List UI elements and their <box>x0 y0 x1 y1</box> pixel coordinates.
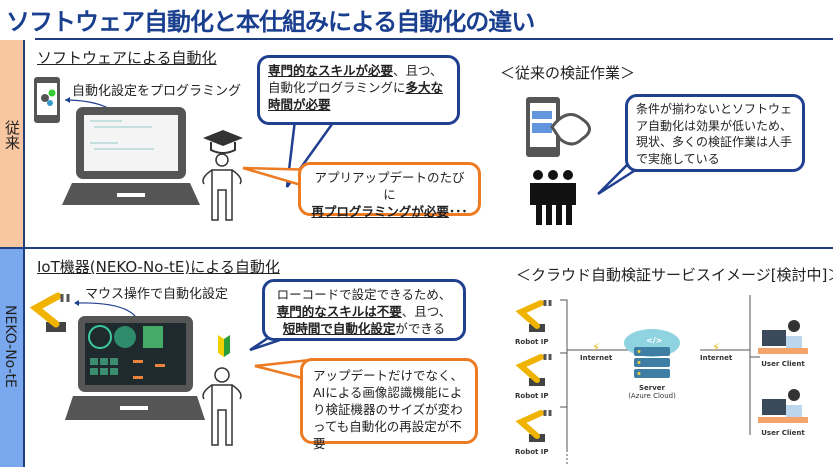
internet-label: Internet <box>700 354 733 362</box>
new-bubble-lowcode: ローコードで設定できるため、専門的なスキルは不要、且つ、短時間で自動化設定ができ… <box>262 279 466 341</box>
old-caption: 自動化設定をプログラミング <box>72 84 242 99</box>
user-computer-icon <box>758 389 808 423</box>
user-computer-icon <box>758 320 808 354</box>
smartphone-gear-icon <box>34 77 60 123</box>
title-underline <box>35 38 833 40</box>
new-right-title: ＜クラウド自動検証サービスイメージ[検討中]＞ <box>516 266 833 284</box>
text: アプリアップデートのたびに <box>314 170 465 202</box>
cloud-server-icon: </> <box>624 329 680 378</box>
new-bubble-ai: アップデートだけでなく、AIによる画像認識機能により検証機器のサイズが変わっても… <box>300 358 478 451</box>
row-band-old <box>0 40 25 247</box>
text: ローコードで設定できるため、 <box>276 287 452 302</box>
internet-label: Internet <box>580 354 613 362</box>
emphasis: 短時間で自動化設定 <box>282 321 396 336</box>
lightning-icon: ⚡ <box>592 341 600 354</box>
old-right-title: ＜従来の検証作業＞ <box>500 64 636 82</box>
text: 自動化プログラミングに <box>268 80 406 95</box>
emphasis: 多大な <box>405 80 444 95</box>
page-title: ソフトウェア自動化と本仕組みによる自動化の違い <box>6 8 535 36</box>
client-label: User Client <box>761 360 805 368</box>
internet-right: ⚡Internet <box>700 341 732 362</box>
robot-label: Robot IP <box>515 392 549 400</box>
server-sublabel: (Azure Cloud) <box>628 392 676 400</box>
robot-label: Robot IP <box>515 448 549 456</box>
lightning-icon: ⚡ <box>712 341 720 354</box>
cloud-diagram-lines <box>560 295 760 465</box>
server-label: Server <box>638 384 665 392</box>
new-section-title: IoT機器(NEKO-No-tE)による自動化 <box>37 258 280 276</box>
person-graduate-icon <box>202 130 243 221</box>
old-bubble-manual: 条件が揃わないとソフトウェア自動化は効果が低いため、現状、多くの検証作業は人手で… <box>625 94 805 172</box>
ellipsis: ･･･ <box>448 204 468 219</box>
robot-arm-icon <box>515 410 552 442</box>
client-label: User Client <box>761 429 805 437</box>
row-band-new <box>0 249 25 467</box>
old-bubble-skill: 専門的なスキルが必要、且つ、自動化プログラミングに多大な時間が必要 <box>257 55 460 125</box>
text: 、且つ、 <box>393 63 443 78</box>
server-node: </> Server(Azure Cloud) <box>622 325 682 400</box>
old-bubble-reprogram: アプリアップデートのたびに再プログラミングが必要･･･ <box>298 162 481 219</box>
robot-arm-icon <box>515 354 552 386</box>
text: 、且つ、 <box>401 304 452 319</box>
robot-node: Robot IP <box>515 352 553 400</box>
manual-testing-icon <box>526 97 591 225</box>
robot-node: Robot IP <box>515 408 553 456</box>
row-divider <box>0 247 833 249</box>
robot-node: Robot IP <box>515 298 553 346</box>
emphasis: 専門的なスキルが必要 <box>268 63 394 78</box>
emphasis: 時間が必要 <box>268 97 331 112</box>
internet-left: ⚡Internet <box>580 341 612 362</box>
robot-label: Robot IP <box>515 338 549 346</box>
old-section-title: ソフトウェアによる自動化 <box>37 49 217 67</box>
client-node: User Client <box>758 316 808 368</box>
robot-arm-icon <box>29 292 70 332</box>
svg-text:</>: </> <box>646 336 662 345</box>
person-beginner-icon <box>202 335 242 446</box>
row-label-new: NEKO-No-tE <box>2 305 18 388</box>
laptop-ui-icon <box>65 316 205 420</box>
robot-arm-icon <box>515 300 552 332</box>
new-caption: マウス操作で自動化設定 <box>85 287 229 302</box>
row-label-old: 従来 <box>3 120 21 150</box>
text: ができる <box>395 321 446 336</box>
client-node: User Client <box>758 385 808 437</box>
emphasis: 再プログラミングが必要 <box>311 204 449 219</box>
laptop-code-icon <box>62 107 200 205</box>
emphasis: 専門的なスキルは不要 <box>276 304 402 319</box>
